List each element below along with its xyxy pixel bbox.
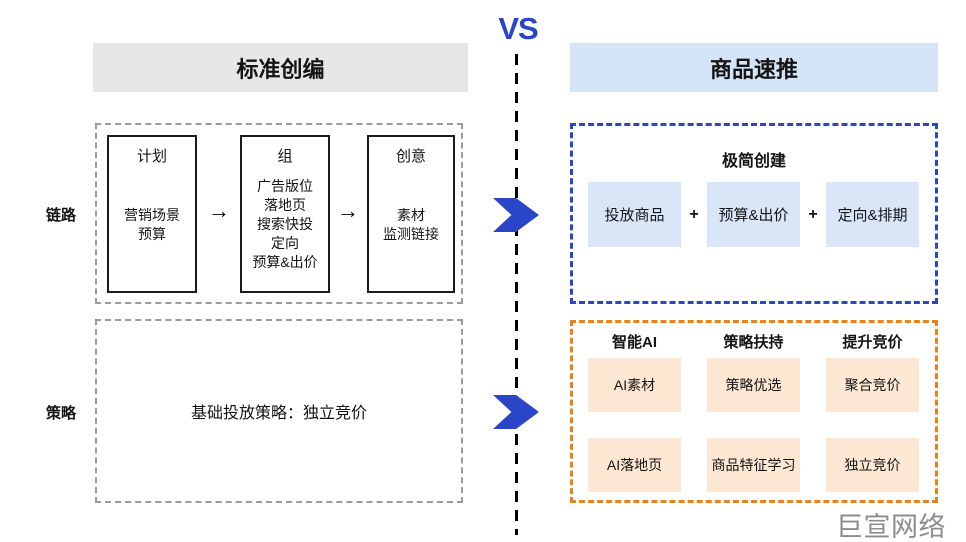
flow-line: 素材	[397, 206, 425, 223]
quick-create-panel: 极简创建 投放商品 + 预算&出价 + 定向&排期	[570, 123, 938, 304]
flow-line: 营销场景	[124, 206, 180, 223]
right-arrow-icon: →	[208, 198, 230, 223]
flow-line: 广告版位	[257, 178, 313, 194]
flow-line: 定向	[271, 235, 299, 251]
flow-line: 搜索快投	[257, 216, 313, 232]
strategy-item: 商品特征学习	[707, 438, 800, 492]
create-item-product: 投放商品	[588, 182, 681, 247]
column-header-ai: 智能AI	[611, 334, 657, 351]
create-item-budget-bid: 预算&出价	[707, 182, 800, 247]
row-label-link: 链路	[45, 207, 76, 224]
flow-line: 预算&出价	[252, 254, 318, 270]
row-label-strategy: 策略	[45, 405, 76, 422]
flow-box-content: 广告版位 落地页 搜索快投 定向 预算&出价	[252, 166, 317, 291]
flow-box-creative: 创意 素材 监测链接	[367, 135, 455, 293]
vs-label: VS	[498, 11, 538, 46]
flow-line: 预算	[138, 225, 166, 242]
strategy-item: 策略优选	[707, 358, 800, 412]
column-header-bidding: 提升竞价	[842, 334, 903, 351]
standard-strategy-panel: 基础投放策略：独立竞价	[95, 319, 463, 503]
flow-box-group: 组 广告版位 落地页 搜索快投 定向 预算&出价	[240, 135, 330, 293]
flow-box-content: 素材 监测链接	[383, 166, 439, 291]
strategy-item: AI落地页	[588, 438, 681, 492]
quick-strategy-panel: 智能AI 策略扶持 提升竞价 AI素材 策略优选 聚合竞价 AI落地页 商品特征…	[570, 320, 938, 503]
flow-line: 监测链接	[383, 225, 439, 242]
flow-box-title: 创意	[395, 148, 426, 165]
standard-flow-panel: 计划 营销场景 预算 → 组 广告版位 落地页 搜索快投 定向 预算&出价 → …	[95, 123, 463, 304]
flow-box-content: 营销场景 预算	[124, 166, 180, 291]
plus-icon: +	[689, 205, 699, 223]
watermark-text: 巨宣网络	[836, 512, 946, 542]
right-arrow-icon: →	[337, 198, 359, 223]
strategy-item: AI素材	[588, 358, 681, 412]
quick-create-title: 极简创建	[721, 153, 786, 170]
left-section-header: 标准创编	[93, 43, 468, 92]
flow-line: 落地页	[264, 197, 306, 213]
right-section-header: 商品速推	[570, 43, 938, 92]
chevron-right-icon	[493, 395, 539, 429]
plus-icon: +	[808, 205, 818, 223]
flow-box-title: 组	[277, 148, 293, 165]
flow-box-title: 计划	[136, 148, 167, 165]
divider-dashed-line	[515, 54, 518, 535]
create-item-targeting-schedule: 定向&排期	[826, 182, 919, 247]
flow-box-plan: 计划 营销场景 预算	[107, 135, 197, 293]
standard-strategy-text: 基础投放策略：独立竞价	[190, 405, 367, 422]
column-header-support: 策略扶持	[723, 334, 784, 351]
strategy-item: 独立竞价	[826, 438, 919, 492]
chevron-right-icon	[493, 198, 539, 232]
strategy-item: 聚合竞价	[826, 358, 919, 412]
